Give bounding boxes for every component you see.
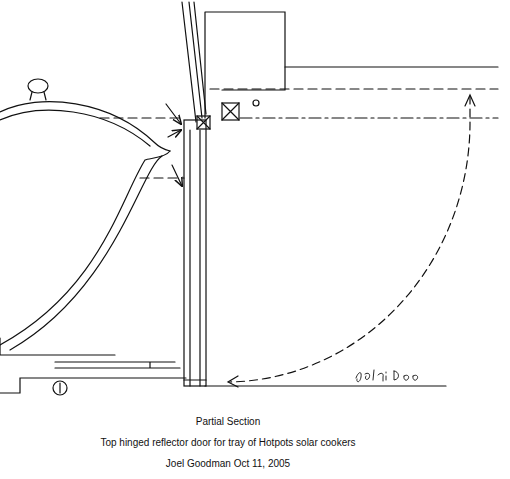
hidden-line [240,117,498,118]
tray-rail [55,362,180,368]
pot-body [10,156,162,350]
arrow-head [465,95,475,106]
floor-line [205,385,446,386]
hidden-line [100,117,184,118]
lid-knob [30,92,46,100]
sun-ray [168,130,181,137]
hinge-pin [253,100,259,106]
door-inner [199,130,200,386]
caption-text: Partial Section [196,416,260,428]
arrow-head [228,376,238,387]
sun-ray [172,165,182,186]
door-foot [184,379,206,380]
wheel [53,381,67,395]
pot-body [0,151,170,345]
pot-lid [0,110,150,146]
hinge-block [197,116,210,129]
door-panel [184,120,206,386]
signature [356,370,418,382]
reflector-door [182,2,206,122]
top-line [285,66,498,67]
hinge-block [222,103,239,120]
wheel [59,383,60,393]
door-inner [189,130,190,386]
sun-ray [166,104,181,124]
hinge-block [222,103,239,120]
pot-lid [0,102,170,151]
hidden-line [210,88,498,89]
reflector-housing [205,12,285,118]
tray-base [0,378,186,393]
lid-knob [28,79,48,93]
hinge-block [197,116,210,129]
pot-bottom [0,338,115,355]
caption-text: Joel Goodman Oct 11, 2005 [166,458,290,470]
caption-text: Top hinged reflector door for tray of Ho… [100,437,355,449]
swing-arc [230,96,470,382]
